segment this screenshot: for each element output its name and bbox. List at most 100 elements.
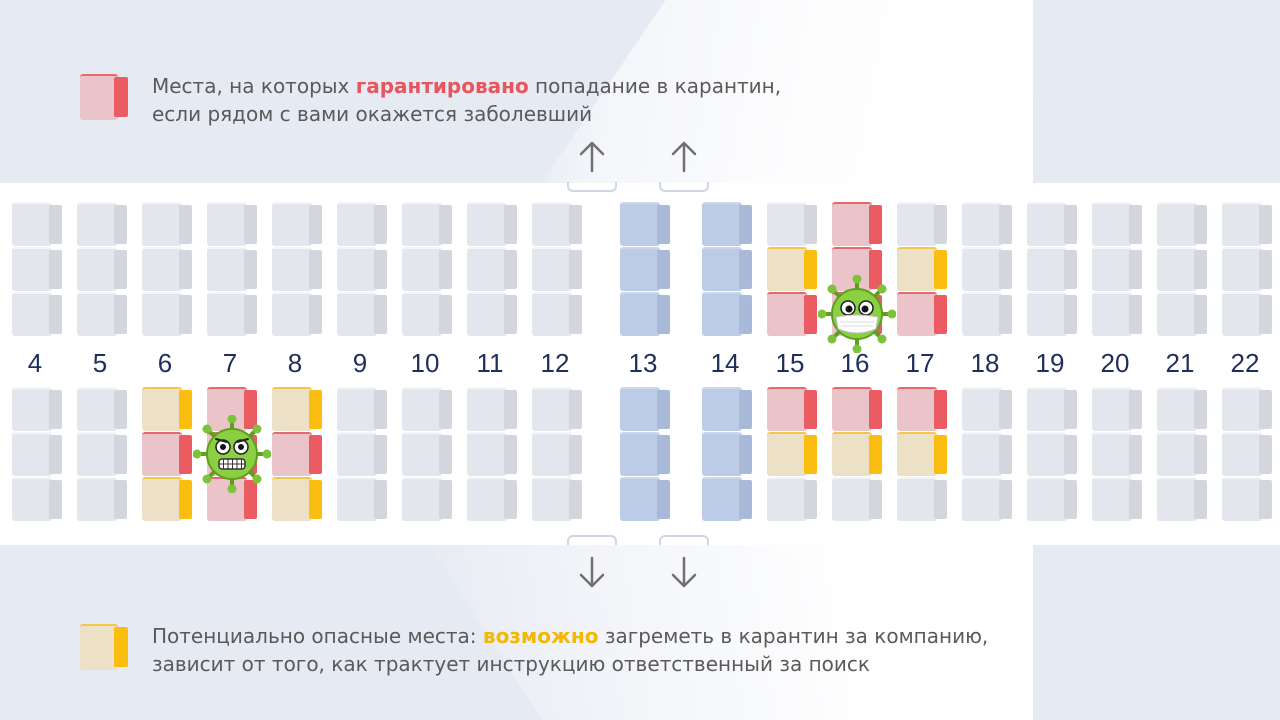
seat-20-bottom-3[interactable] <box>1092 477 1142 521</box>
seat-4-top-2[interactable] <box>12 247 62 291</box>
seat-9-top-3[interactable] <box>337 292 387 336</box>
seat-4-bottom-2[interactable] <box>12 432 62 476</box>
seat-17-top-2[interactable] <box>897 247 947 291</box>
seat-16-bottom-2[interactable] <box>832 432 882 476</box>
seat-20-top-1[interactable] <box>1092 202 1142 246</box>
seat-8-top-3[interactable] <box>272 292 322 336</box>
seat-4-top-1[interactable] <box>12 202 62 246</box>
seat-17-bottom-1[interactable] <box>897 387 947 431</box>
seat-8-top-1[interactable] <box>272 202 322 246</box>
seat-8-bottom-3[interactable] <box>272 477 322 521</box>
seat-8-bottom-2[interactable] <box>272 432 322 476</box>
seat-13-bottom-3[interactable] <box>620 477 670 521</box>
seat-8-bottom-1[interactable] <box>272 387 322 431</box>
seat-10-bottom-3[interactable] <box>402 477 452 521</box>
seat-5-top-1[interactable] <box>77 202 127 246</box>
seat-15-bottom-3[interactable] <box>767 477 817 521</box>
seat-9-bottom-3[interactable] <box>337 477 387 521</box>
seat-10-bottom-2[interactable] <box>402 432 452 476</box>
seat-18-top-3[interactable] <box>962 292 1012 336</box>
seat-13-top-3[interactable] <box>620 292 670 336</box>
seat-11-bottom-1[interactable] <box>467 387 517 431</box>
seat-15-top-1[interactable] <box>767 202 817 246</box>
seat-11-top-3[interactable] <box>467 292 517 336</box>
seat-4-bottom-1[interactable] <box>12 387 62 431</box>
seat-9-top-1[interactable] <box>337 202 387 246</box>
seat-21-bottom-3[interactable] <box>1157 477 1207 521</box>
seat-17-top-3[interactable] <box>897 292 947 336</box>
seat-21-top-2[interactable] <box>1157 247 1207 291</box>
seat-12-top-1[interactable] <box>532 202 582 246</box>
seat-17-top-1[interactable] <box>897 202 947 246</box>
seat-21-top-1[interactable] <box>1157 202 1207 246</box>
seat-5-bottom-2[interactable] <box>77 432 127 476</box>
seat-15-top-3[interactable] <box>767 292 817 336</box>
seat-14-top-3[interactable] <box>702 292 752 336</box>
seat-22-bottom-3[interactable] <box>1222 477 1272 521</box>
seat-7-bottom-1[interactable] <box>207 387 257 431</box>
seat-21-bottom-2[interactable] <box>1157 432 1207 476</box>
seat-17-bottom-3[interactable] <box>897 477 947 521</box>
seat-6-bottom-3[interactable] <box>142 477 192 521</box>
seat-20-top-2[interactable] <box>1092 247 1142 291</box>
seat-16-bottom-3[interactable] <box>832 477 882 521</box>
seat-10-top-2[interactable] <box>402 247 452 291</box>
seat-14-bottom-1[interactable] <box>702 387 752 431</box>
seat-18-top-2[interactable] <box>962 247 1012 291</box>
seat-13-bottom-1[interactable] <box>620 387 670 431</box>
seat-7-top-2[interactable] <box>207 247 257 291</box>
seat-11-top-2[interactable] <box>467 247 517 291</box>
seat-19-bottom-2[interactable] <box>1027 432 1077 476</box>
seat-12-bottom-2[interactable] <box>532 432 582 476</box>
seat-22-bottom-2[interactable] <box>1222 432 1272 476</box>
seat-22-top-1[interactable] <box>1222 202 1272 246</box>
seat-14-bottom-3[interactable] <box>702 477 752 521</box>
seat-9-bottom-2[interactable] <box>337 432 387 476</box>
seat-9-top-2[interactable] <box>337 247 387 291</box>
seat-12-top-3[interactable] <box>532 292 582 336</box>
seat-19-top-3[interactable] <box>1027 292 1077 336</box>
seat-6-top-3[interactable] <box>142 292 192 336</box>
seat-18-bottom-2[interactable] <box>962 432 1012 476</box>
seat-11-top-1[interactable] <box>467 202 517 246</box>
seat-15-bottom-2[interactable] <box>767 432 817 476</box>
seat-5-bottom-1[interactable] <box>77 387 127 431</box>
seat-21-bottom-1[interactable] <box>1157 387 1207 431</box>
seat-14-top-1[interactable] <box>702 202 752 246</box>
seat-19-bottom-1[interactable] <box>1027 387 1077 431</box>
seat-10-top-3[interactable] <box>402 292 452 336</box>
seat-18-bottom-3[interactable] <box>962 477 1012 521</box>
seat-6-bottom-1[interactable] <box>142 387 192 431</box>
seat-19-top-2[interactable] <box>1027 247 1077 291</box>
seat-16-top-1[interactable] <box>832 202 882 246</box>
seat-5-top-2[interactable] <box>77 247 127 291</box>
seat-7-top-1[interactable] <box>207 202 257 246</box>
seat-20-bottom-2[interactable] <box>1092 432 1142 476</box>
seat-13-bottom-2[interactable] <box>620 432 670 476</box>
seat-22-bottom-1[interactable] <box>1222 387 1272 431</box>
seat-19-bottom-3[interactable] <box>1027 477 1077 521</box>
seat-16-top-2[interactable] <box>832 247 882 291</box>
seat-10-top-1[interactable] <box>402 202 452 246</box>
seat-20-top-3[interactable] <box>1092 292 1142 336</box>
seat-22-top-2[interactable] <box>1222 247 1272 291</box>
seat-11-bottom-3[interactable] <box>467 477 517 521</box>
seat-19-top-1[interactable] <box>1027 202 1077 246</box>
seat-8-top-2[interactable] <box>272 247 322 291</box>
seat-18-bottom-1[interactable] <box>962 387 1012 431</box>
seat-6-top-1[interactable] <box>142 202 192 246</box>
seat-13-top-1[interactable] <box>620 202 670 246</box>
seat-12-bottom-1[interactable] <box>532 387 582 431</box>
seat-9-bottom-1[interactable] <box>337 387 387 431</box>
seat-22-top-3[interactable] <box>1222 292 1272 336</box>
seat-11-bottom-2[interactable] <box>467 432 517 476</box>
seat-13-top-2[interactable] <box>620 247 670 291</box>
seat-5-bottom-3[interactable] <box>77 477 127 521</box>
seat-5-top-3[interactable] <box>77 292 127 336</box>
seat-17-bottom-2[interactable] <box>897 432 947 476</box>
seat-18-top-1[interactable] <box>962 202 1012 246</box>
seat-15-top-2[interactable] <box>767 247 817 291</box>
seat-10-bottom-1[interactable] <box>402 387 452 431</box>
seat-12-bottom-3[interactable] <box>532 477 582 521</box>
seat-14-top-2[interactable] <box>702 247 752 291</box>
